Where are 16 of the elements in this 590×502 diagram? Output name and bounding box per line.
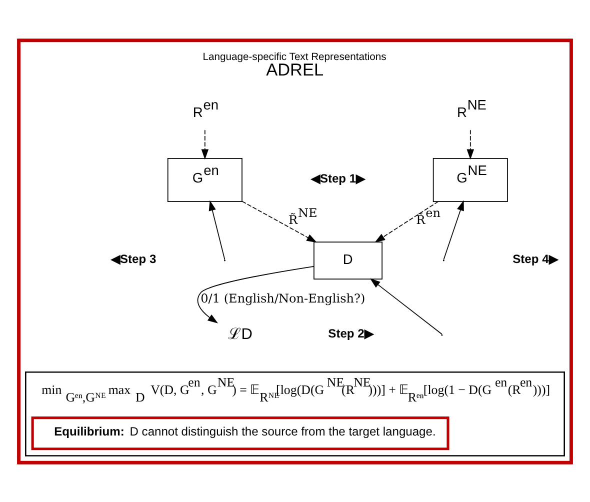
arrow — [201, 129, 209, 160]
label: Step 4▶ — [512, 251, 558, 266]
arrow — [197, 265, 314, 323]
label: ◀Step 1▶ — [310, 170, 366, 185]
arrow — [443, 200, 464, 260]
arrow — [466, 129, 474, 160]
node-box: D — [314, 241, 382, 279]
arrow — [370, 278, 442, 334]
label: ◀Step 3 — [110, 251, 156, 266]
label: Step 2▶ — [328, 326, 374, 340]
arrow — [374, 200, 439, 242]
edge-label: 0/1 (English/Non-English?) — [200, 291, 366, 306]
node-text: ℒD — [228, 325, 252, 342]
node-box: Equilibrium: D cannot distinguish the source from the target language. — [31, 416, 450, 450]
arrow — [208, 200, 226, 260]
arrow — [242, 200, 317, 242]
